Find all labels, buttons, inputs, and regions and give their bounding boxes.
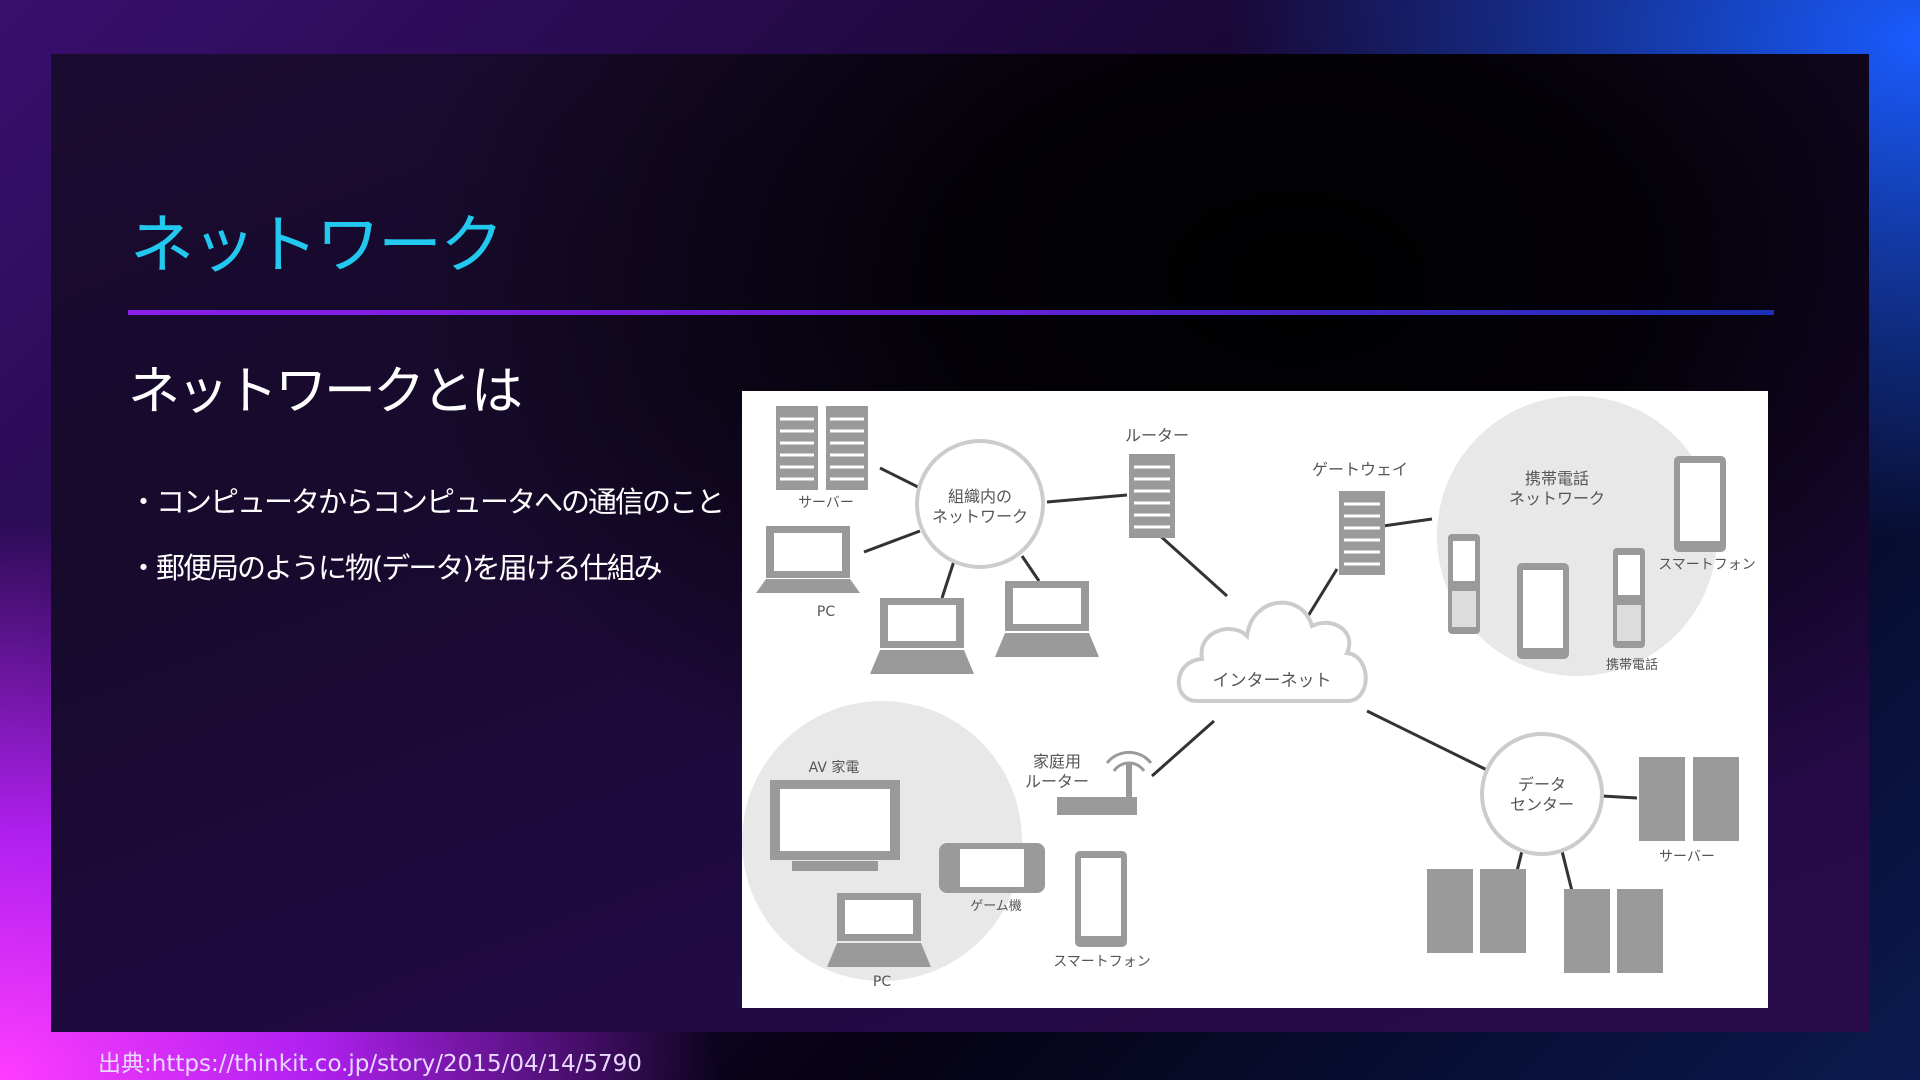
smartphone-icon — [1674, 456, 1726, 552]
internal-network-label: 組織内の — [948, 487, 1012, 506]
datacenter-label: データ — [1518, 775, 1566, 794]
mobile-phone-label: 携帯電話 — [1606, 657, 1658, 673]
subheading: ネットワークとは — [128, 362, 523, 422]
server-label: サーバー — [798, 495, 854, 511]
laptop-icon — [995, 581, 1099, 657]
connection-lines — [863, 466, 1638, 892]
mobile-network-label: ネットワーク — [1509, 489, 1605, 508]
smartphone-label: スマートフォン — [1658, 557, 1756, 573]
router-icon — [1129, 454, 1175, 538]
mobile-phone-icon — [1448, 534, 1480, 634]
server-rack-lines — [780, 417, 864, 481]
slide: ネットワーク ネットワークとは ・コンピュータからコンピュータへの通信のこと ・… — [51, 54, 1869, 1032]
mobile-network-label: 携帯電話 — [1525, 469, 1589, 488]
internal-network-circle — [915, 439, 1045, 569]
bullet-item: ・コンピュータからコンピュータへの通信のこと — [129, 485, 725, 519]
dc-server-label: サーバー — [1659, 849, 1715, 865]
network-diagram-svg: 組織内の ネットワーク サーバー PC — [742, 396, 1756, 990]
internet-cloud-icon — [1176, 600, 1368, 703]
bullet-list: ・コンピュータからコンピュータへの通信のこと ・郵便局のように物(データ)を届け… — [129, 469, 725, 601]
bullet-item: ・郵便局のように物(データ)を届ける仕組み — [129, 551, 663, 585]
home-router-label: ルーター — [1025, 772, 1089, 791]
pc-label: PC — [817, 604, 835, 620]
laptop-icon — [756, 526, 860, 593]
av-label: AV 家電 — [809, 759, 860, 776]
source-citation: 出典:https://thinkit.co.jp/story/2015/04/1… — [98, 1051, 642, 1077]
datacenter-circle — [1480, 732, 1604, 856]
datacenter-label: センター — [1510, 795, 1574, 814]
slide-title: ネットワーク — [130, 209, 504, 283]
title-divider — [128, 310, 1774, 315]
internet-label: インターネット — [1213, 671, 1332, 691]
gateway-icon — [1339, 491, 1385, 575]
server-icon — [1427, 757, 1739, 973]
game-console-icon — [939, 843, 1045, 893]
mobile-phone-icon — [1613, 548, 1645, 648]
gateway-label: ゲートウェイ — [1312, 460, 1408, 479]
home-router-label: 家庭用 — [1033, 752, 1081, 771]
wifi-router-icon — [1057, 750, 1153, 815]
laptop-icon — [870, 598, 974, 674]
network-diagram: 組織内の ネットワーク サーバー PC — [742, 391, 1768, 1008]
home-pc-label: PC — [873, 974, 891, 990]
smartphone-icon — [1517, 563, 1569, 659]
game-console-label: ゲーム機 — [970, 899, 1022, 914]
smartphone-icon — [1075, 851, 1127, 947]
home-smartphone-label: スマートフォン — [1053, 954, 1151, 970]
mobile-area — [1437, 396, 1717, 676]
router-label: ルーター — [1125, 426, 1189, 445]
tv-icon — [770, 780, 900, 871]
internal-network-label: ネットワーク — [932, 507, 1028, 526]
laptop-icon — [827, 893, 931, 967]
